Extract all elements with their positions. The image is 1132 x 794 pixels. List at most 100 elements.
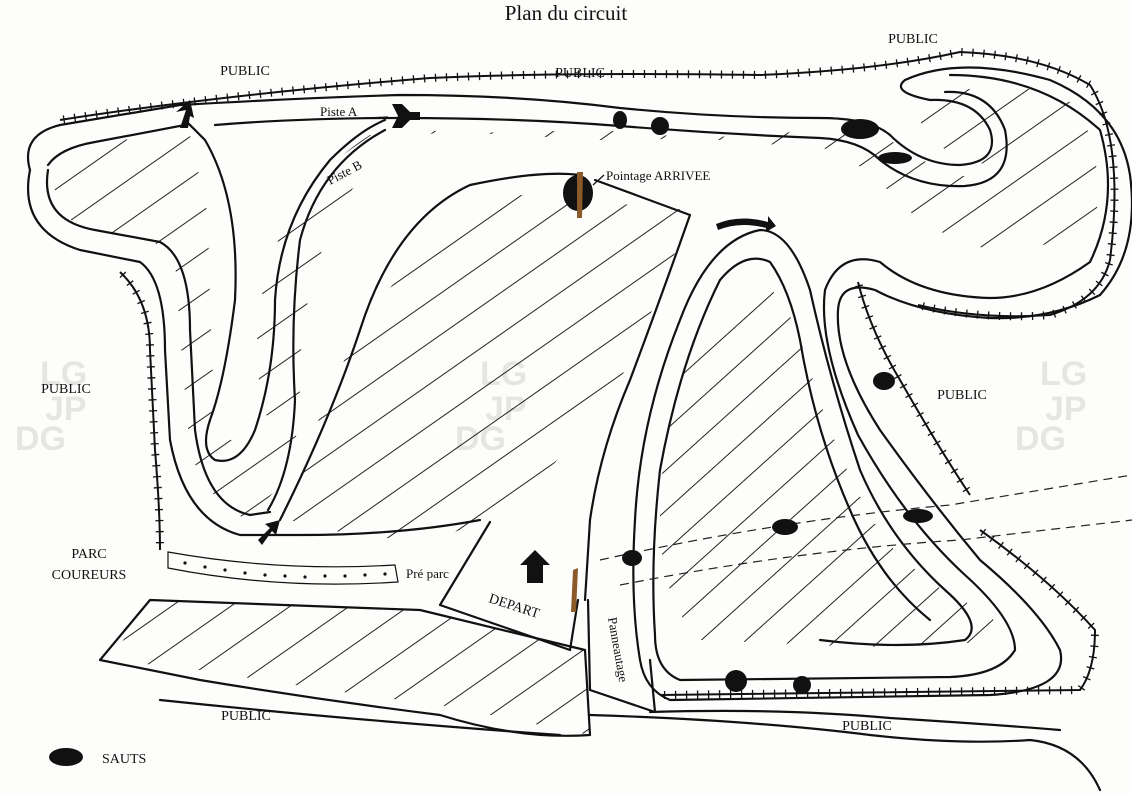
track-outlines — [26, 66, 1132, 792]
piste-b-line — [266, 128, 387, 512]
barrier-tick — [1106, 144, 1116, 147]
hatch-center-infield — [290, 195, 690, 540]
barrier-tick — [1066, 70, 1072, 79]
barrier-tick — [906, 57, 910, 66]
barrier-tick — [916, 412, 924, 418]
hatch-east-infield — [660, 284, 1000, 647]
label-parc-line1: PARC — [71, 547, 106, 562]
barrier-tick — [1048, 583, 1056, 591]
barrier-tick — [861, 305, 870, 309]
barrier-tick — [917, 55, 920, 65]
piste-a-loop — [183, 118, 387, 462]
jump-marker-icon — [772, 519, 798, 535]
watermark-text-jp: JP — [1045, 390, 1087, 428]
barrier-tick — [215, 94, 218, 103]
barrier-east-inner — [857, 281, 971, 496]
watermark-text-dg: DG — [15, 420, 66, 458]
barrier-tick — [1052, 309, 1057, 318]
pre-parc-strip — [167, 551, 399, 585]
barrier-tick — [401, 76, 404, 85]
barrier-tick — [346, 81, 349, 90]
label-public-right: PUBLIC — [937, 388, 987, 403]
label-parc-line2: COUREURS — [52, 568, 127, 583]
barrier-tick — [1056, 591, 1064, 599]
barrier-tick — [956, 477, 965, 483]
barrier-tick — [1023, 562, 1030, 570]
barrier-tick — [830, 66, 833, 75]
barrier-tick — [965, 309, 968, 318]
direction-arrow-icon — [258, 520, 280, 545]
barrier-tick — [1072, 606, 1080, 614]
jump-marker-icon — [613, 111, 627, 129]
barrier-tick — [1102, 122, 1111, 126]
barrier-tick — [1088, 288, 1096, 296]
jump-marker-icon — [903, 509, 933, 523]
barrier-tick — [921, 302, 925, 311]
dashed-line-1 — [599, 474, 1132, 561]
start-gate-marker — [571, 568, 578, 612]
barrier-west — [119, 271, 161, 551]
barrier-tick — [1086, 666, 1095, 670]
west-inner-track — [45, 168, 272, 517]
hatch-south-area — [110, 600, 590, 735]
watermark-logo: LG JP DG LG JP DG LG JP DG — [15, 355, 1087, 458]
south-border-line — [158, 698, 562, 737]
barrier-tick — [976, 310, 979, 319]
barrier-tick — [368, 79, 371, 88]
label-public-bottom-left: PUBLIC — [221, 709, 271, 724]
barrier-tick — [1109, 221, 1118, 224]
barrier-tick — [1108, 232, 1117, 235]
jump-markers — [563, 111, 933, 694]
barrier-tick — [971, 48, 974, 57]
barrier-tick — [980, 528, 987, 536]
barrier-tick — [927, 430, 936, 437]
barrier-tick — [1064, 598, 1072, 606]
barrier-tick — [1077, 685, 1086, 691]
label-public-top-left: PUBLIC — [220, 64, 270, 79]
barrier-tick — [160, 101, 164, 110]
barrier-tick — [171, 100, 175, 109]
barrier-tick — [1104, 262, 1113, 266]
label-public-bottom-right: PUBLIC — [842, 719, 892, 734]
barrier-tick — [126, 280, 134, 287]
barrier-tick — [888, 364, 897, 370]
direction-markers — [176, 100, 776, 612]
barrier-tick — [84, 112, 87, 121]
barrier-tick — [95, 110, 98, 119]
barrier-tick — [390, 77, 393, 86]
barrier-tick — [869, 325, 878, 330]
barrier-tick — [932, 304, 936, 313]
direction-arrow-icon — [520, 550, 550, 583]
barrier-tick — [193, 97, 196, 106]
barrier-tick — [962, 486, 971, 493]
barrier-tick — [857, 294, 867, 299]
jump-marker-icon — [793, 676, 811, 694]
barrier-tick — [1076, 75, 1082, 83]
west-outer-track — [26, 168, 482, 537]
pre-parc-dots — [183, 561, 387, 579]
barrier-tick — [313, 84, 317, 93]
barrier-tick — [854, 284, 864, 288]
piste-a-leader-line — [364, 116, 389, 119]
barrier-tick — [226, 93, 229, 102]
watermark-text-jp: JP — [45, 390, 87, 428]
barrier-tick — [933, 440, 941, 446]
legend-jump-symbol-icon — [49, 748, 83, 766]
barrier-tick — [132, 289, 140, 295]
barrier-tick — [1006, 548, 1013, 556]
barrier-tick — [899, 383, 908, 389]
barrier-tick — [873, 62, 877, 71]
barrier-tick — [938, 449, 947, 455]
barrier-tick — [140, 310, 149, 315]
barrier-tick — [944, 458, 953, 465]
hatched-areas — [50, 87, 1098, 735]
barrier-tick — [1106, 253, 1115, 257]
barrier-tick — [117, 107, 120, 116]
barrier-tick — [1080, 614, 1087, 622]
barrier-tick — [145, 332, 154, 335]
barrier-tick — [1080, 295, 1087, 303]
barrier-tick — [819, 67, 822, 76]
barrier-tick — [938, 52, 942, 61]
label-public-top-right: PUBLIC — [888, 32, 938, 47]
